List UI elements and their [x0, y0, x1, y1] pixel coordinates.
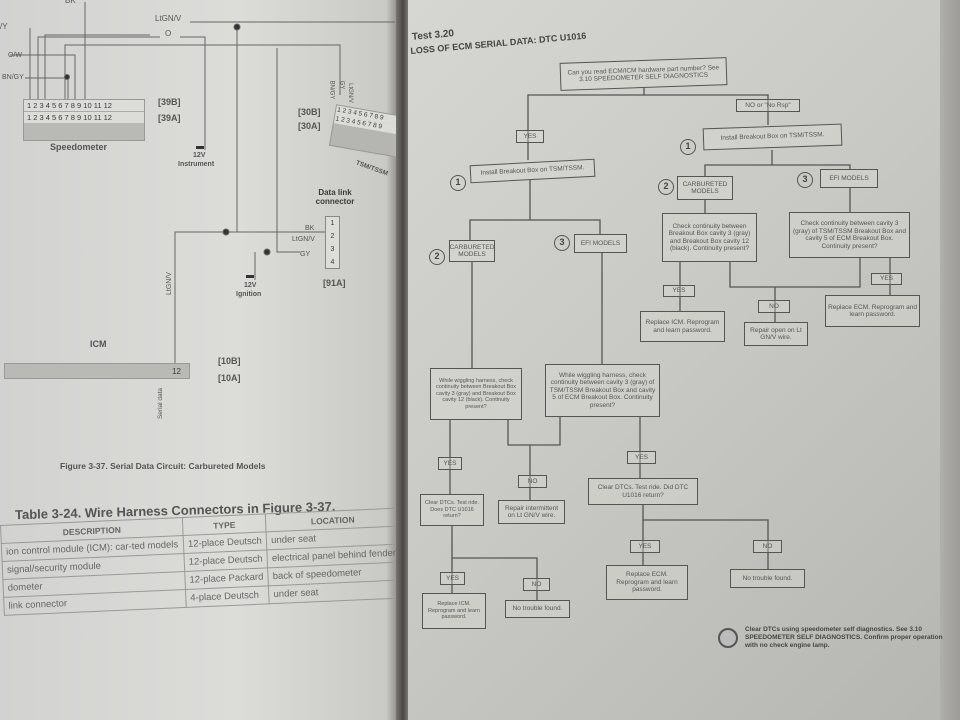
dlc-wire-ltgnv: LtGN/V	[292, 236, 315, 243]
connector-10a: [10A]	[218, 373, 241, 383]
wiggle-check-efi: While wiggling harness, check continuity…	[545, 364, 660, 417]
wire-label-bk: BK	[65, 0, 76, 5]
wire-label-ltgnv: LtGN/V	[155, 14, 182, 23]
instrument-power-icon	[196, 146, 204, 149]
page-edges	[940, 0, 960, 720]
note-text: Clear DTCs using speedometer self diagno…	[745, 626, 943, 649]
pin-1: 1	[330, 220, 335, 227]
replace-ecm-right: Replace ECM. Reprogram and learn passwor…	[825, 295, 920, 327]
check-continuity-efi: Check continuity between cavity 3 (gray)…	[789, 212, 910, 258]
no-label: NO	[758, 300, 790, 313]
repair-open-wire: Repair open on Lt GN/V wire.	[744, 322, 808, 346]
figure-caption: Figure 3-37. Serial Data Circuit: Carbur…	[60, 461, 266, 471]
pin-2: 2	[330, 233, 335, 240]
yes-label: YES	[871, 273, 902, 285]
speedometer-icon	[718, 628, 738, 648]
connector-30b: [30B]	[298, 107, 321, 117]
no-trouble-found-carb: No trouble found.	[505, 600, 570, 618]
connector-10b: [10B]	[218, 356, 241, 366]
start-question: Can you read ECM/ICM hardware part numbe…	[559, 57, 728, 91]
connector-91a: [91A]	[323, 278, 346, 288]
step-2-marker: 2	[658, 179, 674, 195]
replace-icm-right: Replace ICM. Reprogram and learn passwor…	[640, 311, 725, 342]
yes-label: YES	[516, 130, 544, 143]
no-trouble-found-efi: No trouble found.	[730, 569, 805, 588]
step-1-marker: 1	[680, 139, 696, 155]
replace-ecm-bottom: Replace ECM. Reprogram and learn passwor…	[606, 565, 688, 600]
step-3-marker: 3	[797, 172, 813, 188]
yes-label: YES	[438, 457, 462, 470]
no-label: NO	[518, 475, 547, 488]
yes-label: YES	[627, 451, 656, 464]
dlc-wire-gy: GY	[300, 251, 311, 258]
repair-intermittent: Repair intermittent on Lt GN/V wire.	[498, 500, 565, 524]
clear-dtcs-carb: Clear DTCs. Test ride. Does DTC U1016 re…	[420, 494, 484, 526]
icm-connector: 12	[4, 363, 190, 379]
icm-pin: 12	[172, 367, 181, 376]
data-link-title: Data link connector	[315, 188, 355, 206]
speedometer-pins-a: 1 2 3 4 5 6 7 8 9 10 11 12	[24, 112, 144, 123]
pin-3: 3	[330, 246, 335, 253]
book-spine	[396, 0, 410, 720]
connector-39a: [39A]	[158, 113, 181, 123]
ignition-voltage: 12V	[244, 282, 257, 289]
speedometer-connector: 1 2 3 4 5 6 7 8 9 10 11 12 1 2 3 4 5 6 7…	[23, 99, 145, 141]
clear-dtcs-efi: Clear DTCs. Test ride. Did DTC U1016 ret…	[588, 478, 698, 505]
replace-icm-bottom: Replace ICM. Reprogram and learn passwor…	[422, 593, 486, 629]
left-page: BK /Y LtGN/V O O/W BN/GY 1 2 3 4 5 6 7 8…	[0, 0, 406, 720]
speedometer-label: Speedometer	[50, 142, 108, 152]
no-rsp-label: NO or "No Rsp"	[736, 99, 800, 112]
carbureted-models-right: CARBURETED MODELS	[677, 176, 733, 200]
wire-label-o: O	[165, 29, 172, 38]
wire-label-bngy: BN/GY	[2, 74, 24, 81]
no-label: NO	[523, 578, 550, 591]
instrument-label: Instrument	[178, 161, 215, 168]
ignition-label: Ignition	[236, 291, 262, 298]
efi-models-left: EFI MODELS	[574, 234, 627, 253]
icm-label: ICM	[90, 339, 107, 349]
data-link-connector: 1 2 3 4	[325, 216, 340, 269]
wire-label-partial: /Y	[0, 22, 8, 31]
connector-30a: [30A]	[298, 121, 321, 131]
yes-label: YES	[630, 540, 660, 553]
speedometer-pins-b: 1 2 3 4 5 6 7 8 9 10 11 12	[24, 100, 144, 112]
wire-label-ow: O/W	[8, 52, 22, 59]
carbureted-models-left: CARBURETED MODELS	[449, 240, 495, 262]
instrument-voltage: 12V	[193, 152, 206, 159]
yes-label: YES	[440, 572, 465, 585]
connector-39b: [39B]	[158, 97, 181, 107]
wiring-lines	[10, 2, 395, 365]
efi-models-right: EFI MODELS	[820, 169, 878, 188]
check-continuity-carb: Check continuity between Breakout Box ca…	[662, 213, 757, 262]
yes-label: YES	[663, 285, 695, 297]
dlc-wire-bk: BK	[305, 225, 315, 232]
step-1-marker: 1	[450, 175, 466, 191]
pin-4: 4	[330, 259, 335, 266]
wiggle-check-carb: While wiggling harness, check continuity…	[430, 368, 522, 420]
step-3-marker: 3	[554, 235, 570, 251]
step-2-marker: 2	[429, 249, 445, 265]
ignition-power-icon	[246, 275, 254, 278]
no-label: NO	[753, 540, 782, 553]
right-page	[408, 0, 960, 720]
